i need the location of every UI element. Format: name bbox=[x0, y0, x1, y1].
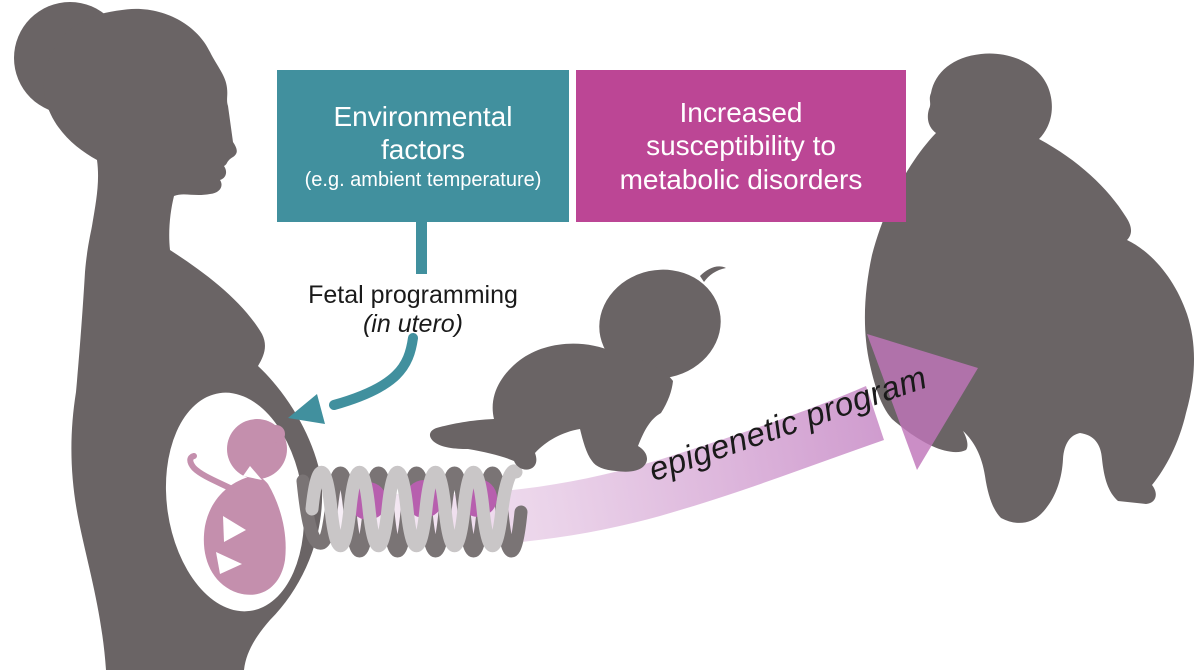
pregnant-woman-silhouette bbox=[14, 2, 323, 670]
fetal-programming-arrow-icon bbox=[288, 222, 427, 424]
teal-connector-line bbox=[416, 222, 427, 274]
crawling-baby-silhouette bbox=[429, 266, 726, 472]
fetal-programming-label: Fetal programming (in utero) bbox=[288, 281, 538, 339]
fetus-arm bbox=[187, 453, 237, 493]
teal-arrowhead bbox=[288, 394, 325, 424]
fetal-programming-line1: Fetal programming bbox=[308, 281, 518, 309]
fetus-limb-cut bbox=[223, 516, 246, 542]
increased-susceptibility-box: Increased susceptibility to metabolic di… bbox=[576, 70, 906, 222]
teal-curved-arrow bbox=[329, 333, 418, 410]
baby-hair-wisp bbox=[700, 266, 726, 282]
fetal-programming-line2: (in utero) bbox=[362, 310, 464, 338]
epigenetic-arrowhead bbox=[867, 334, 978, 470]
increased-susceptibility-title: Increased susceptibility to metabolic di… bbox=[619, 97, 863, 195]
fetus-limb-cut bbox=[216, 552, 242, 574]
chromatin-helix-icon bbox=[296, 464, 528, 558]
fetus-limb-cut bbox=[243, 466, 262, 480]
helix-front-strand bbox=[305, 464, 523, 552]
baby-head bbox=[599, 269, 721, 379]
environmental-factors-subtitle: (e.g. ambient temperature) bbox=[304, 169, 542, 192]
baby-body bbox=[429, 343, 673, 472]
fetus-icon bbox=[187, 419, 287, 595]
environmental-factors-title: Environmental factors bbox=[333, 100, 513, 165]
fetus-ear bbox=[267, 425, 285, 443]
environmental-factors-box: Environmental factors (e.g. ambient temp… bbox=[277, 70, 569, 222]
